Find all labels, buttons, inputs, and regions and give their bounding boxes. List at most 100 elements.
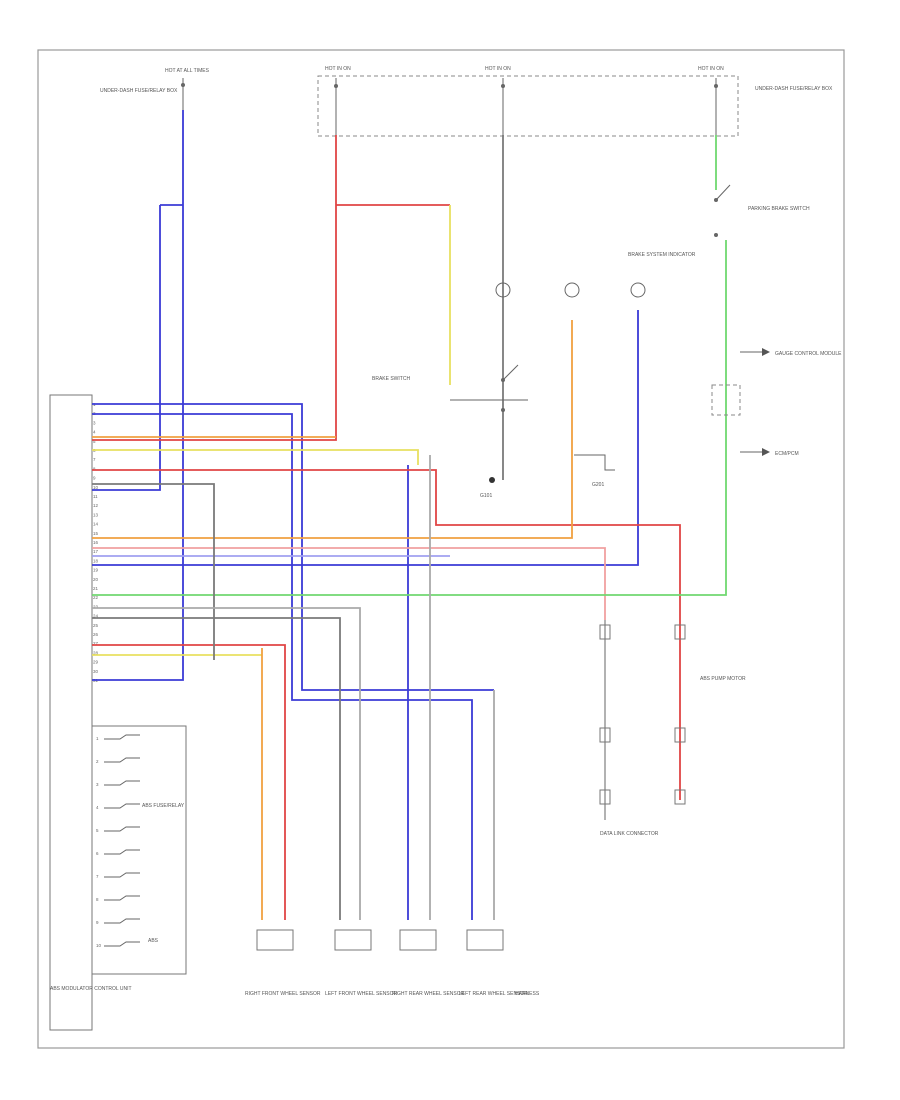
- wire-red-1: [92, 135, 337, 441]
- inner-pin-trace: [104, 826, 140, 832]
- wire-yellow-2: [92, 449, 419, 465]
- label-ws-rr: RIGHT REAR WHEEL SENSOR: [392, 991, 465, 997]
- fuse-symbols: [181, 78, 718, 135]
- inner-pin-trace: [104, 849, 140, 855]
- inner-pin: 8: [96, 897, 99, 902]
- connector-pin: 28: [93, 650, 99, 655]
- connector-pin: 26: [93, 632, 99, 637]
- connector-pin: 30: [93, 669, 99, 674]
- fuse-box-top: [317, 75, 739, 137]
- label-brake-switch: BRAKE SWITCH: [372, 376, 410, 382]
- connector-pin: 21: [93, 586, 99, 591]
- label-ws-fl: LEFT FRONT WHEEL SENSOR: [325, 991, 398, 997]
- pump-motor-connectors: [599, 624, 686, 805]
- inner-pin: 2: [96, 759, 99, 764]
- connector-pin: 10: [93, 485, 99, 490]
- inner-pin-trace: [104, 757, 140, 763]
- label-top-center-left: HOT IN ON: [325, 66, 351, 72]
- label-top-center-right: HOT IN ON: [698, 66, 724, 72]
- inner-pin: 3: [96, 782, 99, 787]
- wire-blue-2: [92, 205, 161, 491]
- gauge-module: [711, 348, 770, 456]
- parking-brake-switch: [714, 184, 731, 237]
- wire-red-4: [92, 644, 286, 920]
- connector-pin: 15: [93, 531, 99, 536]
- connector-pin: 25: [93, 623, 99, 628]
- inner-pin-trace: [104, 803, 140, 809]
- inner-module-pins: 1 2 3 4 5 6 7 8 9 10: [96, 734, 140, 948]
- wire-blue-4: [92, 403, 494, 691]
- connector-pin: 13: [93, 512, 99, 517]
- label-abs-modulator: ABS MODULATOR CONTROL UNIT: [50, 986, 132, 992]
- inner-pin-trace: [104, 780, 140, 786]
- label-bottom-left: ABS FUSE/RELAY: [142, 803, 185, 809]
- connector-pins: 1234567891011121314151617181920212223242…: [93, 402, 99, 683]
- connector-pin: 12: [93, 503, 99, 508]
- wire-pink: [92, 547, 606, 620]
- label-top-left-fuse: HOT AT ALL TIMES: [165, 68, 210, 74]
- wire-blue-1: [92, 110, 184, 681]
- connector-pin: 5: [93, 439, 96, 444]
- label-ws-rl: LEFT REAR WHEEL SENSOR: [459, 991, 528, 997]
- connector-pin: 24: [93, 614, 99, 619]
- connector-pin: 16: [93, 540, 99, 545]
- connector-pin: 14: [93, 522, 99, 527]
- connector-pin: 7: [93, 457, 96, 462]
- wire-green: [92, 240, 727, 596]
- label-dash-indicator: BRAKE SYSTEM INDICATOR: [628, 252, 696, 258]
- wire-gray-3: [92, 607, 361, 920]
- connector-pin: 8: [93, 466, 96, 471]
- inner-pin: 10: [96, 943, 102, 948]
- connector-pin: 19: [93, 568, 99, 573]
- connector-pin: 27: [93, 641, 99, 646]
- ground-g2: [574, 454, 615, 471]
- label-top-left-block: UNDER-DASH FUSE/RELAY BOX: [100, 88, 178, 94]
- label-fuse-box-right: UNDER-DASH FUSE/RELAY BOX: [755, 86, 833, 92]
- label-ws-fr: RIGHT FRONT WHEEL SENSOR: [245, 991, 321, 997]
- inner-module: [91, 725, 187, 975]
- inner-pin: 1: [96, 736, 99, 741]
- connector-pin: 29: [93, 660, 99, 665]
- inner-pin: 4: [96, 805, 99, 810]
- diagram-frame: [37, 49, 845, 1049]
- wire-gray-1: [92, 483, 215, 660]
- label-g2: G201: [592, 482, 604, 488]
- inner-pin-trace: [104, 918, 140, 924]
- inner-pin-trace: [104, 895, 140, 901]
- connector-pin: 9: [93, 476, 96, 481]
- connector-pin: 20: [93, 577, 99, 582]
- inner-pin-trace: [104, 734, 140, 740]
- connector-pin: 4: [93, 430, 96, 435]
- connector-pin: 22: [93, 595, 99, 600]
- label-abs-pump: ABS PUMP MOTOR: [700, 676, 746, 682]
- inner-pin: 7: [96, 874, 99, 879]
- label-parking-brake-switch: PARKING BRAKE SWITCH: [748, 206, 810, 212]
- label-corner: ABS: [148, 938, 159, 944]
- connector-pin: 17: [93, 549, 99, 554]
- connector-pin: 3: [93, 420, 96, 425]
- wire-blue-6: [92, 310, 639, 566]
- ground-g1: [489, 477, 495, 483]
- inner-pin: 9: [96, 920, 99, 925]
- label-ecm: ECM/PCM: [775, 451, 799, 457]
- brake-switch: [450, 364, 528, 412]
- wire-red-3: [92, 469, 681, 800]
- wheel-sensor-connectors: [256, 929, 504, 951]
- inner-pin: 5: [96, 828, 99, 833]
- inner-pin: 6: [96, 851, 99, 856]
- label-top-center-mid: HOT IN ON: [485, 66, 511, 72]
- connector-pin: 11: [93, 494, 98, 499]
- label-ws-note: HARNESS: [515, 991, 540, 997]
- inner-pin-trace: [104, 941, 140, 947]
- wire-blue-5: [92, 413, 473, 920]
- abs-control-unit: [49, 394, 93, 1031]
- wire-orange-2: [92, 320, 573, 539]
- label-right-combo: GAUGE CONTROL MODULE: [775, 351, 842, 357]
- inner-pin-trace: [104, 872, 140, 878]
- bulb-symbols: [495, 282, 646, 298]
- label-data-link: DATA LINK CONNECTOR: [600, 831, 659, 837]
- label-g1: G101: [480, 493, 492, 499]
- connector-pin: 23: [93, 604, 99, 609]
- connector-pin: 18: [93, 558, 99, 563]
